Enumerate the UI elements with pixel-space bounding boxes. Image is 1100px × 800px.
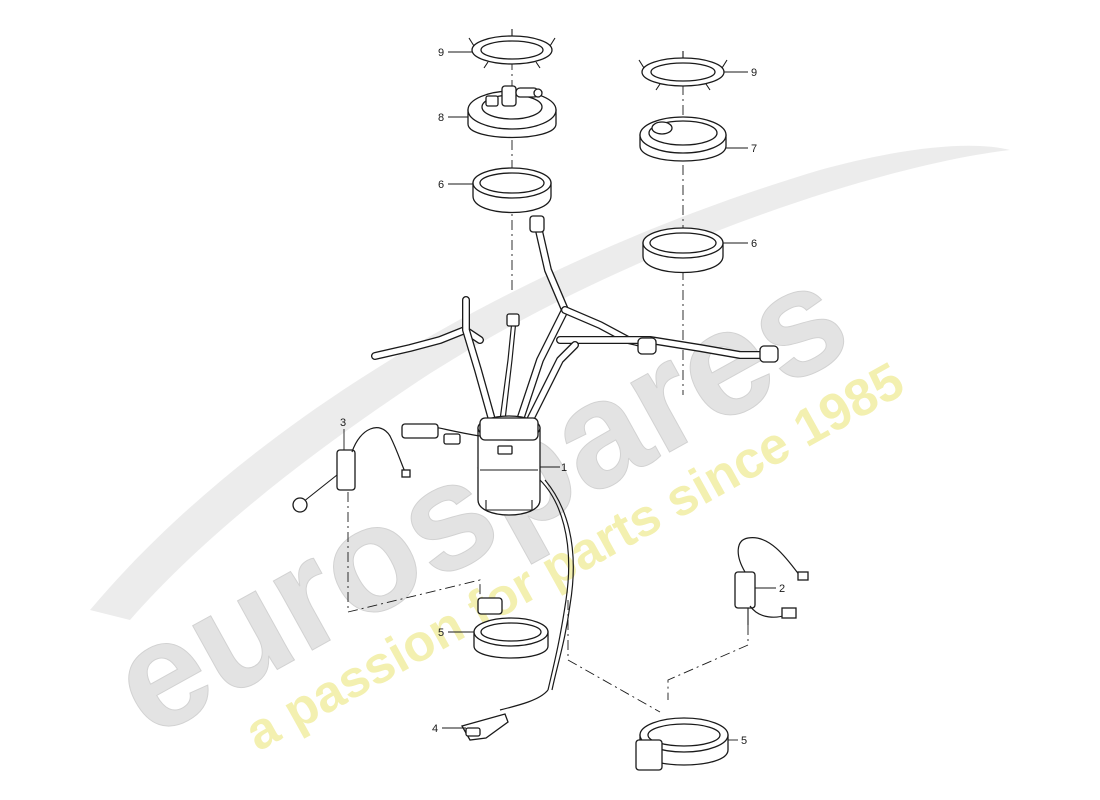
part-4-connector-bracket	[461, 713, 509, 741]
part-5-retaining-clip-lower	[635, 717, 729, 771]
part-5-retaining-clip-upper	[473, 597, 549, 659]
callout-numbers: 9 8 6 9 7 6 3 1 5 2 4 5	[340, 47, 785, 747]
callout-3: 3	[340, 417, 346, 429]
callout-8: 8	[438, 112, 444, 124]
part-6-seal-right	[642, 227, 724, 274]
callout-2: 2	[779, 583, 785, 595]
fuel-hoses	[371, 215, 779, 424]
callout-6-left: 6	[438, 179, 444, 191]
callout-9-right: 9	[751, 67, 757, 79]
part-9-retaining-ring-right	[638, 51, 728, 91]
callout-4: 4	[432, 723, 438, 735]
part-8-pump-flange	[467, 85, 557, 139]
callout-6-right: 6	[751, 238, 757, 250]
watermark: eurospares a passion for parts since 198…	[84, 145, 1010, 768]
callout-5-upper: 5	[438, 627, 444, 639]
leader-lines	[343, 51, 776, 741]
callout-5-lower: 5	[741, 735, 747, 747]
callout-7: 7	[751, 143, 757, 155]
part-3-level-sender	[292, 427, 411, 513]
callout-9-left: 9	[438, 47, 444, 59]
part-6-seal-left	[472, 167, 552, 214]
callout-1: 1	[561, 462, 567, 474]
part-2-level-sender	[734, 537, 809, 625]
part-1-fuel-pump	[401, 415, 574, 711]
part-9-retaining-ring-left	[468, 29, 556, 69]
part-7-cover	[639, 116, 727, 162]
